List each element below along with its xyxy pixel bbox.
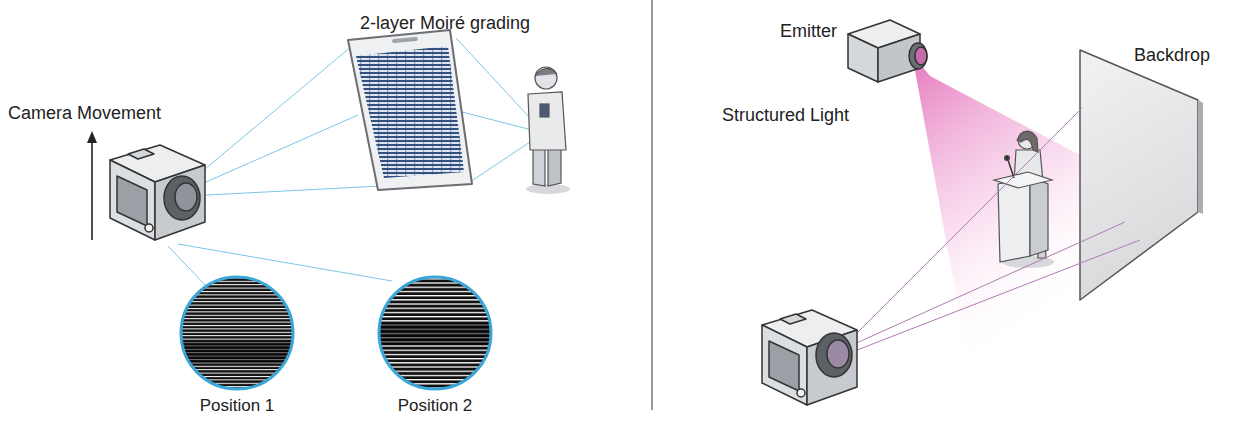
camera-left <box>110 145 205 240</box>
camera-movement-arrow-part <box>91 140 93 240</box>
capture-lines-part <box>850 108 1082 340</box>
camera-right-part <box>797 389 805 397</box>
person-with-badge <box>526 67 570 194</box>
moire-stripes <box>175 274 299 394</box>
camera-left-part <box>145 224 153 232</box>
moire-tablet <box>348 30 472 190</box>
capture-lines-part <box>852 240 1140 352</box>
speaker-at-podium-part <box>1017 131 1038 152</box>
device-label: Emitter <box>780 20 837 42</box>
lens-ring <box>181 277 293 389</box>
camera-left-part <box>117 176 147 226</box>
emitter-projector-part <box>915 47 927 65</box>
speaker-at-podium-part <box>998 177 1030 262</box>
sight-lines-part <box>178 244 392 281</box>
moire-tablet-part <box>356 46 464 178</box>
person-with-badge-part <box>540 104 549 117</box>
moire-tablet-part <box>356 46 464 178</box>
figure-heading: 2-layer Moiré grading <box>360 12 530 34</box>
lens-circle <box>175 274 299 394</box>
person-with-badge-part <box>535 68 557 76</box>
camera-left-part <box>164 176 200 220</box>
position-label: Position 1 <box>175 396 299 416</box>
person-with-badge-part <box>528 92 566 150</box>
sight-lines-part <box>168 246 206 286</box>
position-label: Position 2 <box>373 396 497 416</box>
camera-right-part <box>816 333 852 377</box>
panel-divider <box>652 0 653 410</box>
sight-lines-part <box>470 142 530 182</box>
camera-left-part <box>175 183 197 211</box>
backdrop-panel <box>1080 50 1203 300</box>
movement-label: Camera Movement <box>8 102 161 124</box>
magnified-view: Position 1 <box>175 274 299 416</box>
speaker-at-podium <box>994 131 1054 268</box>
camera-right-part <box>769 341 799 391</box>
person-with-badge-part <box>548 148 561 186</box>
moire-tablet-part <box>348 30 472 190</box>
capture-lines <box>850 108 1140 352</box>
backdrop-panel-part <box>1080 50 1198 300</box>
speaker-at-podium-part <box>994 172 1052 188</box>
emitter-projector <box>848 20 927 82</box>
sight-lines-part <box>186 46 352 185</box>
camera-right-part <box>807 330 857 405</box>
person-with-badge-part <box>535 67 557 89</box>
camera-movement-arrow <box>87 131 97 240</box>
camera-movement-arrow-part <box>87 131 97 143</box>
backdrop-label: Backdrop <box>1134 44 1210 66</box>
camera-left-part <box>155 165 205 240</box>
beam-label: Structured Light <box>722 104 849 126</box>
lens-circle <box>373 274 497 394</box>
capture-lines-part <box>852 222 1125 345</box>
speaker-at-podium-part <box>1005 156 1010 161</box>
magnified-view: Position 2 <box>373 274 497 416</box>
sight-lines-part <box>456 38 530 118</box>
sight-lines <box>168 38 532 286</box>
speaker-at-podium-part <box>1030 177 1048 256</box>
camera-right-part <box>827 340 849 368</box>
speaker-at-podium-part <box>1008 160 1014 178</box>
sight-lines-part <box>188 115 358 190</box>
lens-ring <box>379 277 491 389</box>
sight-lines-part <box>188 186 381 196</box>
camera-left-part <box>128 149 154 159</box>
sight-lines-part <box>462 112 532 130</box>
backdrop-panel-part <box>1198 100 1203 214</box>
person-with-badge-part <box>533 148 545 186</box>
camera-left-part <box>110 160 155 240</box>
emitter-projector-part <box>909 43 927 69</box>
emitter-projector-part <box>848 34 878 82</box>
camera-right-part <box>762 325 807 405</box>
moire-tablet-part <box>356 46 464 178</box>
moire-stripes <box>373 274 497 394</box>
moire-tablet-part <box>392 37 418 43</box>
camera-right-part <box>780 314 806 324</box>
camera-right <box>762 310 857 405</box>
